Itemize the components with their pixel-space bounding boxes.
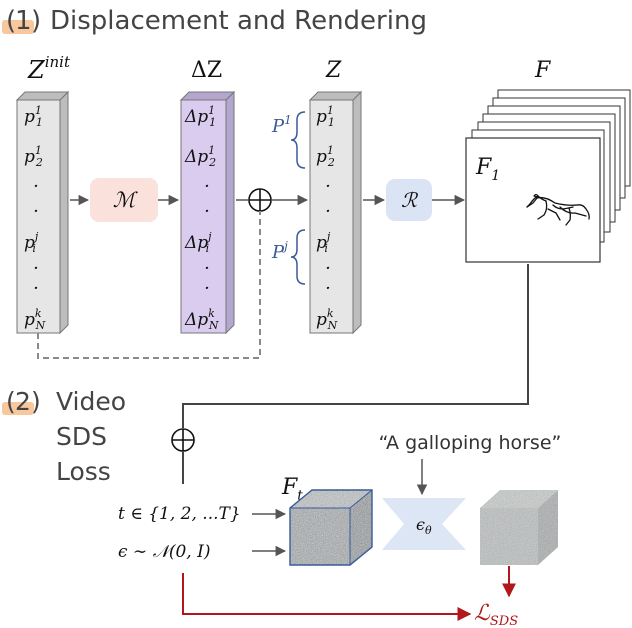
delta-z-label: ΔZ <box>191 58 222 83</box>
section-1-title: Displacement and Rendering <box>50 6 427 36</box>
m-operator-label: ℳ <box>113 188 139 212</box>
brace-pj-label: Pj <box>271 239 288 263</box>
zinit-label: Zinit <box>27 53 71 84</box>
r-operator-label: ℛ <box>401 188 419 212</box>
section-1-header: ( 1 ) Displacement and Rendering <box>2 6 427 36</box>
skip-connection-dashed <box>37 211 261 359</box>
brace-pj <box>290 229 306 285</box>
section-2-number: 2 <box>15 387 31 416</box>
section-2-header: ( 2 ) Video SDS Loss <box>2 387 126 486</box>
zinit-entry: · <box>33 176 39 197</box>
section-2-number-highlight <box>2 402 34 415</box>
unet-label: ϵθ <box>416 515 432 537</box>
denoised-cube <box>480 490 558 565</box>
delta-entry: · <box>204 278 210 299</box>
delta-entry: · <box>204 201 210 222</box>
z-entry: · <box>325 176 331 197</box>
section-1-number: 1 <box>15 6 32 36</box>
ft-label: Ft <box>281 475 303 504</box>
frames-to-sds-connector <box>182 264 529 428</box>
delta-entry: · <box>204 176 210 197</box>
frame-1-label: F1 <box>475 155 500 184</box>
z-label: Z <box>325 58 342 83</box>
arrow-noise-to-loss <box>182 573 472 621</box>
frames-label: F <box>534 58 551 83</box>
delta-entry: · <box>204 258 210 279</box>
zinit-entry: · <box>33 201 39 222</box>
m-operator-box <box>90 178 158 222</box>
timestep-set: t ∈ {1, 2, ...T} <box>118 504 241 524</box>
frame-stack <box>465 89 631 263</box>
noise-distribution: ϵ ∼ 𝒩(0, I) <box>118 542 210 562</box>
zinit-entry: · <box>33 278 39 299</box>
delta-z-column <box>179 90 236 335</box>
z-entry: · <box>325 201 331 222</box>
section-1-number-highlight <box>2 20 34 34</box>
noisy-cube-ft <box>289 489 373 566</box>
horse-illustration <box>526 193 590 226</box>
brace-p1 <box>290 111 306 169</box>
sds-loss-label: ℒSDS <box>474 601 518 628</box>
zinit-entry: · <box>33 258 39 279</box>
z-entry: · <box>325 278 331 299</box>
text-prompt: “A galloping horse” <box>379 432 562 454</box>
zinit-column <box>15 90 70 335</box>
brace-p1-label: P1 <box>271 113 292 137</box>
section-2-title-line-1: Video <box>56 387 126 416</box>
unet-block <box>382 498 466 550</box>
svg-text:(: ( <box>6 387 16 416</box>
z-entry: · <box>325 258 331 279</box>
svg-text:): ) <box>31 387 41 416</box>
section-1-open-paren: ( <box>6 6 16 36</box>
section-2-title-line-2: SDS <box>56 422 107 451</box>
frame-1 <box>465 137 601 263</box>
z-column <box>308 90 363 335</box>
section-2-title-line-3: Loss <box>56 457 111 486</box>
r-operator-box <box>386 179 432 221</box>
section-1-close-paren: ) <box>31 6 41 36</box>
